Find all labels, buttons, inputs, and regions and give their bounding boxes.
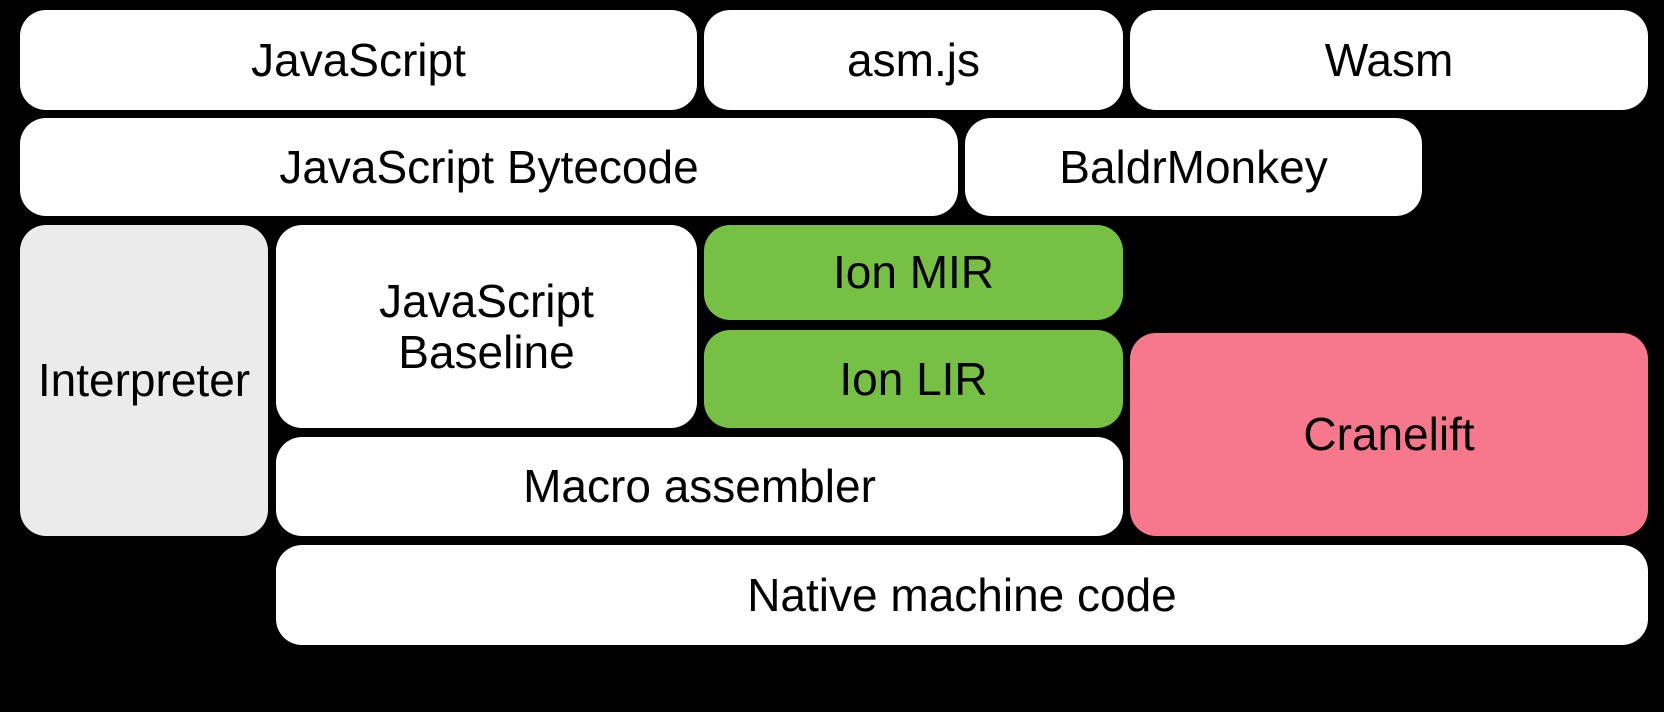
diagram-node-baldrmonkey[interactable]: BaldrMonkey — [965, 118, 1422, 216]
diagram-node-macro-assembler[interactable]: Macro assembler — [276, 437, 1123, 536]
diagram-node-javascript-baseline[interactable]: JavaScript Baseline — [276, 225, 697, 428]
diagram-node-interpreter[interactable]: Interpreter — [20, 225, 268, 536]
diagram-node-javascript-bytecode[interactable]: JavaScript Bytecode — [20, 118, 958, 216]
diagram-node-asm-js[interactable]: asm.js — [704, 10, 1123, 110]
diagram-node-cranelift[interactable]: Cranelift — [1130, 333, 1648, 536]
diagram-node-ion-lir[interactable]: Ion LIR — [704, 330, 1123, 428]
diagram-node-ion-mir[interactable]: Ion MIR — [704, 225, 1123, 320]
diagram-node-native-machine-code[interactable]: Native machine code — [276, 545, 1648, 645]
diagram-node-wasm[interactable]: Wasm — [1130, 10, 1648, 110]
diagram-node-javascript[interactable]: JavaScript — [20, 10, 697, 110]
